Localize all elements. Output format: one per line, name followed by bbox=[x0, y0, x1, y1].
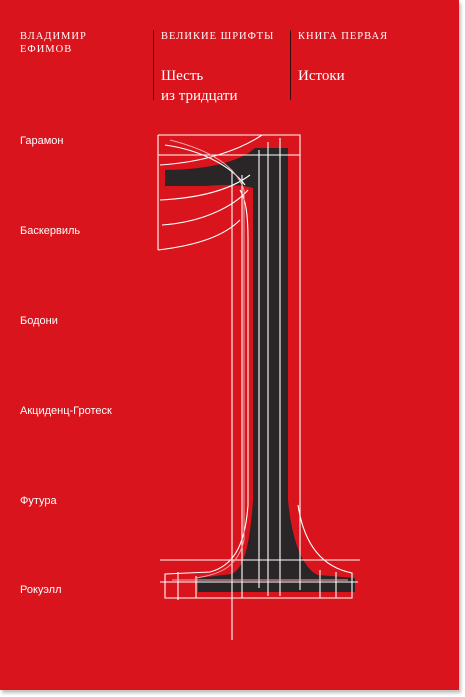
series-title-line2: из тридцати bbox=[161, 88, 238, 104]
typeface-item: Акциденц-Гротеск bbox=[20, 405, 112, 417]
series-label: Великие шрифты bbox=[161, 31, 275, 42]
typeface-item: Рокуэлл bbox=[20, 584, 62, 596]
series-title: Шесть из тридцати bbox=[161, 66, 237, 106]
author-first-name: Владимир bbox=[20, 31, 87, 42]
author-last-name: Ефимов bbox=[20, 44, 73, 55]
typeface-item: Футура bbox=[20, 495, 57, 507]
author-name: Владимир Ефимов bbox=[20, 30, 87, 56]
book-label: Книга первая bbox=[298, 31, 389, 42]
numeral-one-illustration bbox=[157, 134, 360, 640]
series-title-line1: Шесть bbox=[161, 68, 204, 84]
typeface-item: Баскервиль bbox=[20, 225, 81, 237]
typeface-item: Бодони bbox=[20, 315, 58, 327]
book-cover: Владимир Ефимов Великие шрифты Шесть из … bbox=[0, 0, 459, 690]
construction-lines bbox=[157, 134, 360, 640]
secondary-outline bbox=[169, 139, 348, 581]
column-divider bbox=[153, 30, 154, 100]
typeface-item: Гарамон bbox=[20, 135, 64, 147]
column-divider bbox=[290, 30, 291, 100]
book-title: Истоки bbox=[298, 68, 345, 84]
numeral-one-fill bbox=[165, 148, 355, 592]
